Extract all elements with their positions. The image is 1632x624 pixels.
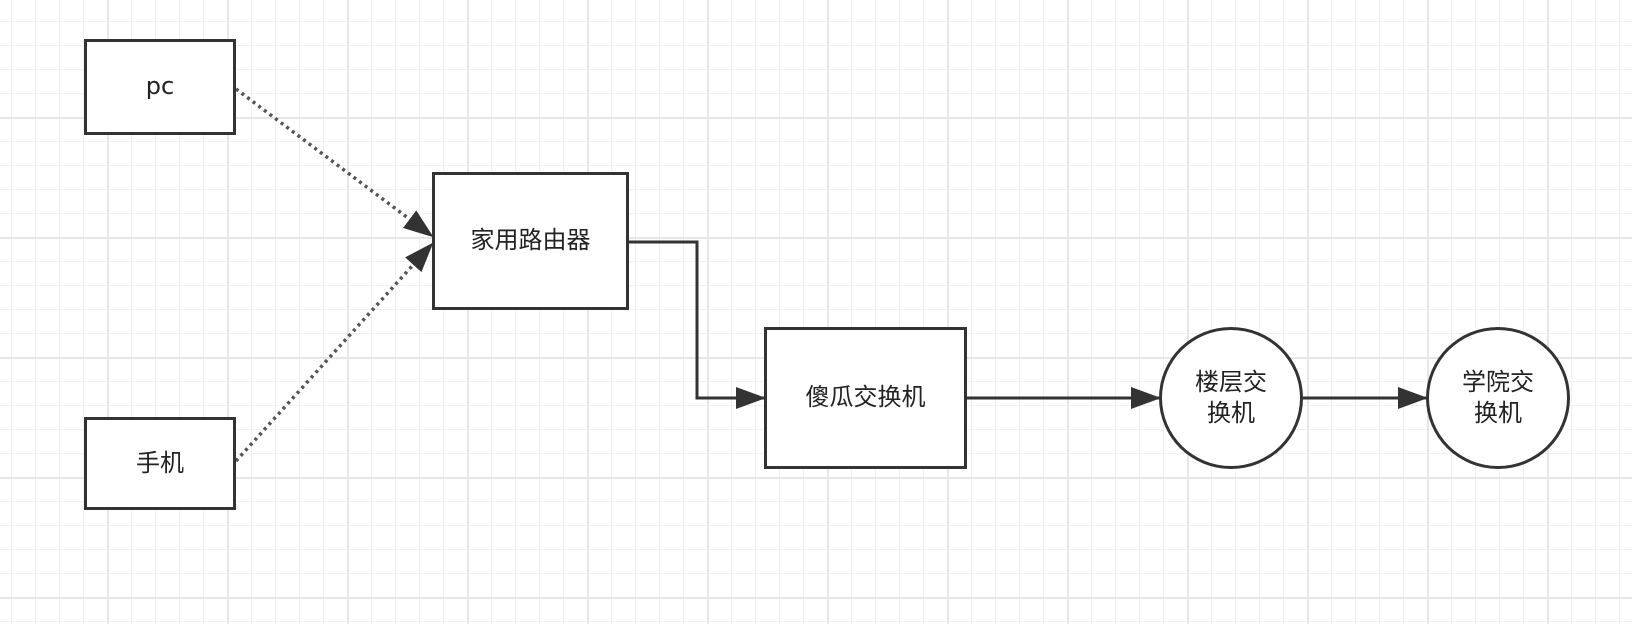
node-dumb-switch-label: 傻瓜交换机 [805,383,926,412]
node-dumb-switch[interactable]: 傻瓜交换机 [764,327,967,469]
node-college-switch-label: 学院交 换机 [1462,367,1534,427]
node-college-switch[interactable]: 学院交 换机 [1426,327,1570,469]
node-floor-switch-label: 楼层交 换机 [1195,367,1267,427]
node-pc[interactable]: pc [84,39,236,135]
node-floor-switch[interactable]: 楼层交 换机 [1159,327,1303,469]
node-home-router-label: 家用路由器 [470,226,591,255]
edge-router-to-dumb-switch [629,240,766,409]
node-pc-label: pc [145,72,175,101]
node-phone[interactable]: 手机 [84,417,236,510]
node-phone-label: 手机 [136,448,184,477]
node-home-router[interactable]: 家用路由器 [432,172,629,310]
edge-pc-to-router [234,87,434,238]
edge-phone-to-router [234,242,434,463]
